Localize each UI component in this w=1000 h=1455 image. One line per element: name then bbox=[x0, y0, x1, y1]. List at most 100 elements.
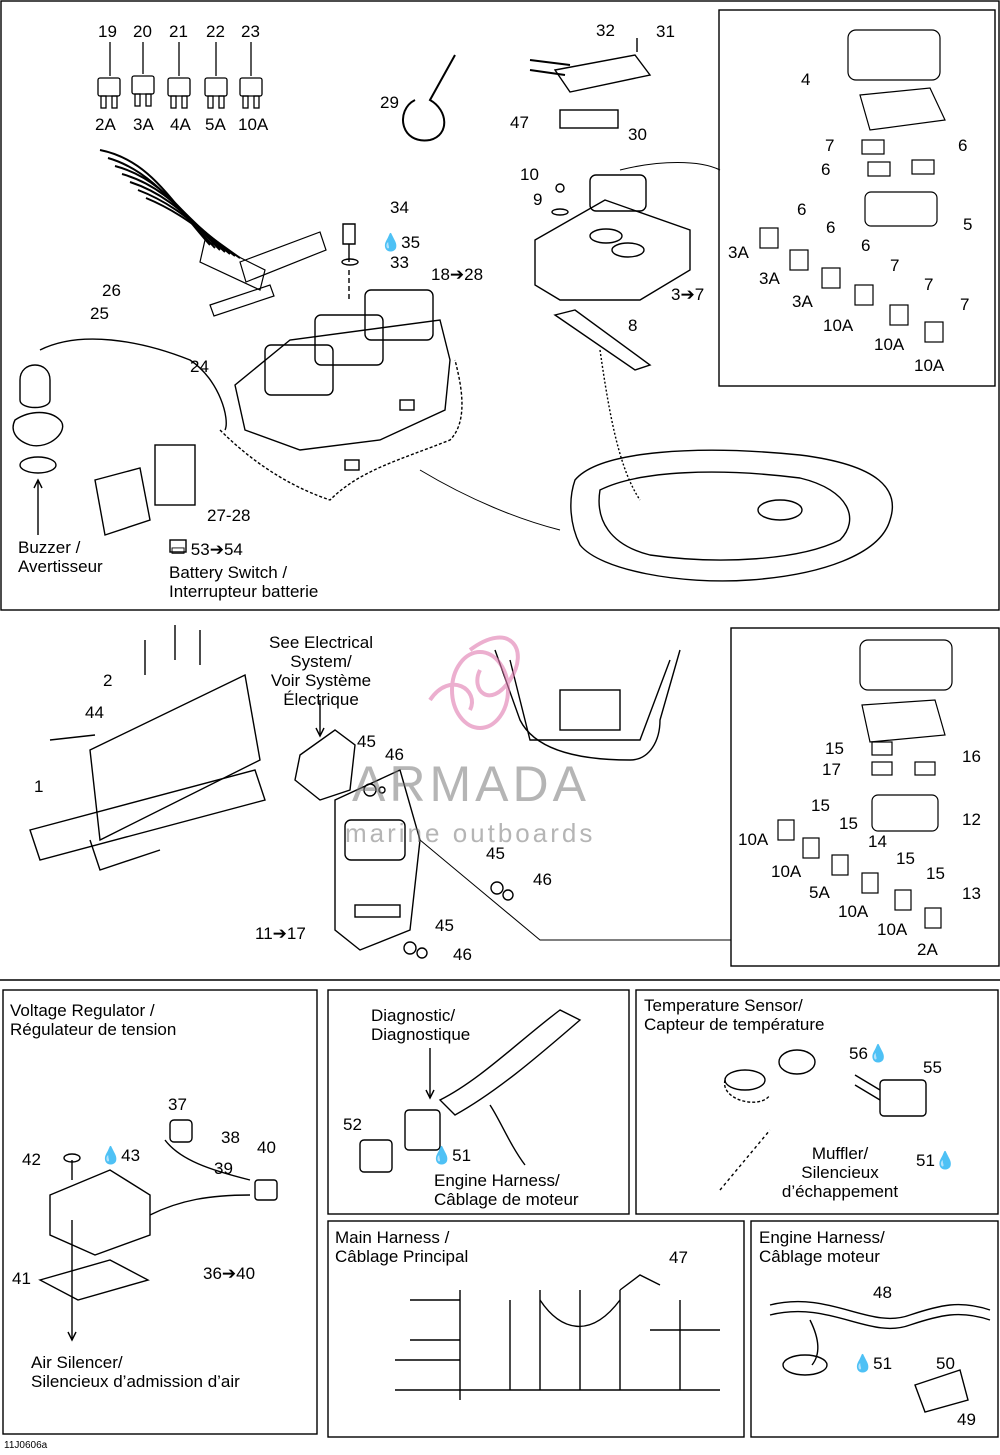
callout-32: 32 bbox=[596, 21, 615, 40]
caption-buzzer: Buzzer /Avertisseur bbox=[18, 538, 103, 576]
callout-45c: 45 bbox=[435, 916, 454, 935]
callout-46a: 46 bbox=[385, 745, 404, 764]
inset2-rating-10a-2: 10A bbox=[771, 862, 802, 881]
inset2-callout-15a: 15 bbox=[825, 739, 844, 758]
rating-5a: 5A bbox=[205, 115, 226, 134]
inset-rating-10a-3: 10A bbox=[914, 356, 945, 375]
callout-18-to-28: 18➔28 bbox=[431, 265, 484, 284]
battery-switch bbox=[94, 444, 196, 553]
frame-voltage-regulator bbox=[2, 989, 318, 1435]
callout-11-to-17: 11➔17 bbox=[255, 924, 306, 943]
inset-callout-6a: 6 bbox=[958, 136, 968, 155]
main-harness-drawing bbox=[395, 1274, 720, 1400]
callout-45b: 45 bbox=[486, 844, 505, 863]
caption-voltage-regulator: Voltage Regulator /Régulateur de tension bbox=[10, 1001, 177, 1039]
callout-27-28: 27-28 bbox=[207, 506, 251, 525]
inset2-callout-14: 14 bbox=[868, 832, 887, 851]
inset2-callout-13: 13 bbox=[962, 884, 981, 903]
oil-drop-icon: 💧 bbox=[852, 1354, 874, 1373]
callout-35: 💧35 bbox=[380, 233, 421, 252]
inset-rating-10a-1: 10A bbox=[823, 316, 854, 335]
inset2-rating-10a-4: 10A bbox=[877, 920, 908, 939]
inset-callout-6d: 6 bbox=[826, 218, 836, 237]
battery-icon: ▭ bbox=[170, 540, 191, 559]
terminal-block bbox=[553, 54, 652, 93]
voltage-regulator-parts bbox=[38, 1119, 278, 1342]
temp-callout-51: 51💧 bbox=[916, 1151, 957, 1170]
harness-sleeve-2 bbox=[239, 231, 327, 283]
callout-19: 19 bbox=[98, 22, 117, 41]
buzzer bbox=[12, 338, 227, 535]
hull-outline bbox=[570, 349, 894, 582]
callout-22: 22 bbox=[206, 22, 225, 41]
caption-diagnostic: Diagnostic/Diagnostique bbox=[371, 1006, 471, 1044]
callout-29: 29 bbox=[380, 93, 399, 112]
vr-callout-36-to-40: 36➔40 bbox=[203, 1264, 256, 1283]
rating-4a: 4A bbox=[170, 115, 191, 134]
diag-callout-51: 💧51 bbox=[431, 1146, 472, 1165]
vr-callout-39: 39 bbox=[214, 1159, 233, 1178]
inset2-callout-15b: 15 bbox=[811, 796, 830, 815]
inset2-rating-2a: 2A bbox=[917, 940, 938, 959]
callout-21: 21 bbox=[169, 22, 188, 41]
inset2-callout-15e: 15 bbox=[926, 864, 945, 883]
rating-10a: 10A bbox=[238, 115, 269, 134]
watermark-tagline: marine outboards bbox=[345, 818, 596, 848]
relay-bracket bbox=[294, 700, 731, 959]
rating-2a: 2A bbox=[95, 115, 116, 134]
eh-callout-49: 49 bbox=[957, 1410, 976, 1429]
frame-fuse-inset-top bbox=[718, 9, 996, 387]
caption-engine-harness: Engine Harness/Câblage moteur bbox=[759, 1228, 885, 1266]
rating-3a: 3A bbox=[133, 115, 154, 134]
inset2-callout-16: 16 bbox=[962, 747, 981, 766]
vr-callout-40: 40 bbox=[257, 1138, 276, 1157]
terminal-cover bbox=[559, 109, 619, 129]
main-fuse-box bbox=[219, 289, 463, 501]
frame-fuse-inset-middle bbox=[730, 627, 1000, 967]
frame-diagnostic bbox=[327, 989, 630, 1215]
inset2-rating-10a-1: 10A bbox=[738, 830, 769, 849]
callout-33: 33 bbox=[390, 253, 409, 272]
figure-reference-code: 11J0606a bbox=[4, 1440, 48, 1451]
inset-rating-3a-3: 3A bbox=[792, 292, 813, 311]
wire-bundle bbox=[99, 149, 241, 259]
temperature-sensor-parts bbox=[719, 1049, 927, 1191]
callout-31: 31 bbox=[656, 22, 675, 41]
inset-callout-6b: 6 bbox=[821, 160, 831, 179]
eh-callout-48: 48 bbox=[873, 1283, 892, 1302]
inset-rating-3a-1: 3A bbox=[728, 243, 749, 262]
mounting-plate bbox=[29, 625, 266, 871]
top-fuse-row bbox=[97, 42, 263, 109]
callout-23: 23 bbox=[241, 22, 260, 41]
inset-top-parts bbox=[759, 29, 946, 343]
inset-callout-7c: 7 bbox=[924, 275, 934, 294]
callout-25: 25 bbox=[90, 304, 109, 323]
vr-callout-43: 💧43 bbox=[100, 1146, 141, 1165]
console-outline bbox=[494, 649, 681, 761]
callout-20: 20 bbox=[133, 22, 152, 41]
caption-air-silencer: Air Silencer/Silencieux d’admission d’ai… bbox=[31, 1353, 240, 1391]
inset-callout-6e: 6 bbox=[861, 236, 871, 255]
caption-battery-switch: Battery Switch /Interrupteur batterie bbox=[169, 563, 319, 601]
callout-9: 9 bbox=[533, 190, 543, 209]
inset2-rating-5a: 5A bbox=[809, 883, 830, 902]
temp-callout-56: 56💧 bbox=[849, 1044, 890, 1063]
vr-callout-42: 42 bbox=[22, 1150, 41, 1169]
frame-temperature-sensor bbox=[635, 989, 999, 1215]
callout-46b: 46 bbox=[533, 870, 552, 889]
bolt-and-washer bbox=[341, 223, 359, 300]
inset2-callout-12: 12 bbox=[962, 810, 981, 829]
inset-rating-3a-2: 3A bbox=[759, 269, 780, 288]
callout-34: 34 bbox=[390, 198, 409, 217]
callout-44: 44 bbox=[85, 703, 104, 722]
frame-engine-harness bbox=[750, 1220, 999, 1438]
diag-callout-52: 52 bbox=[343, 1115, 362, 1134]
oil-drop-icon: 💧 bbox=[380, 233, 402, 252]
oil-drop-icon: 💧 bbox=[934, 1151, 957, 1170]
upper-fuse-box bbox=[534, 174, 691, 371]
inset-callout-7a: 7 bbox=[825, 136, 835, 155]
inset-callout-6c: 6 bbox=[797, 200, 807, 219]
inset-callout-5: 5 bbox=[963, 215, 973, 234]
callout-47-top: 47 bbox=[510, 113, 529, 132]
